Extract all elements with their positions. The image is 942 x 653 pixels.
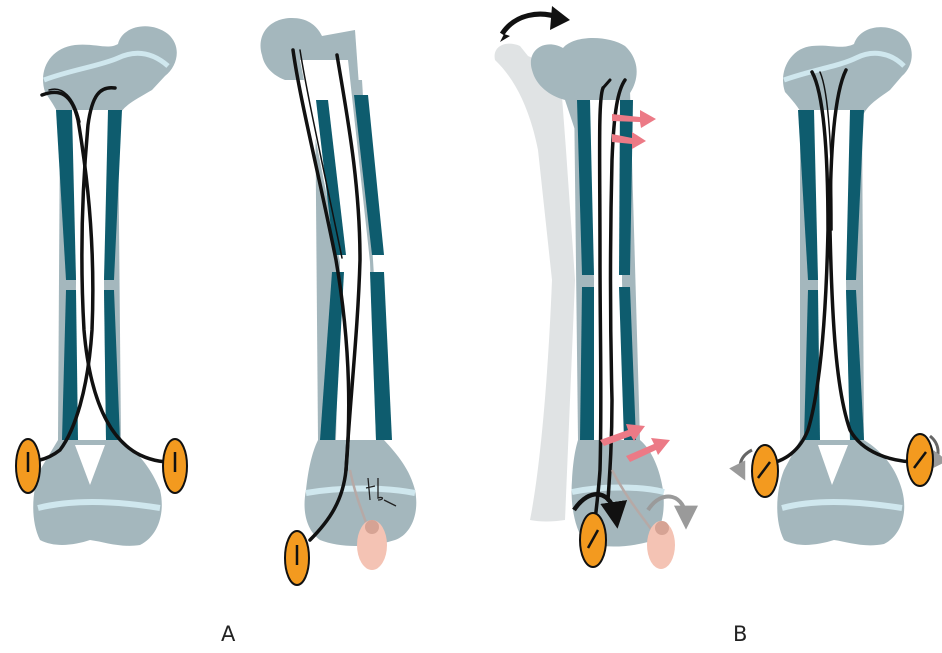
nail-caps-2 bbox=[285, 531, 309, 585]
femur-1 bbox=[33, 26, 177, 546]
panel-label-b: B bbox=[733, 622, 747, 646]
panel-label-a: A bbox=[221, 622, 235, 646]
ghost-femur bbox=[495, 44, 575, 522]
curved-arrow-icon bbox=[500, 6, 570, 42]
oval-cap-icon bbox=[752, 445, 778, 497]
nail-caps-3 bbox=[580, 513, 606, 567]
femur-4 bbox=[777, 27, 912, 545]
